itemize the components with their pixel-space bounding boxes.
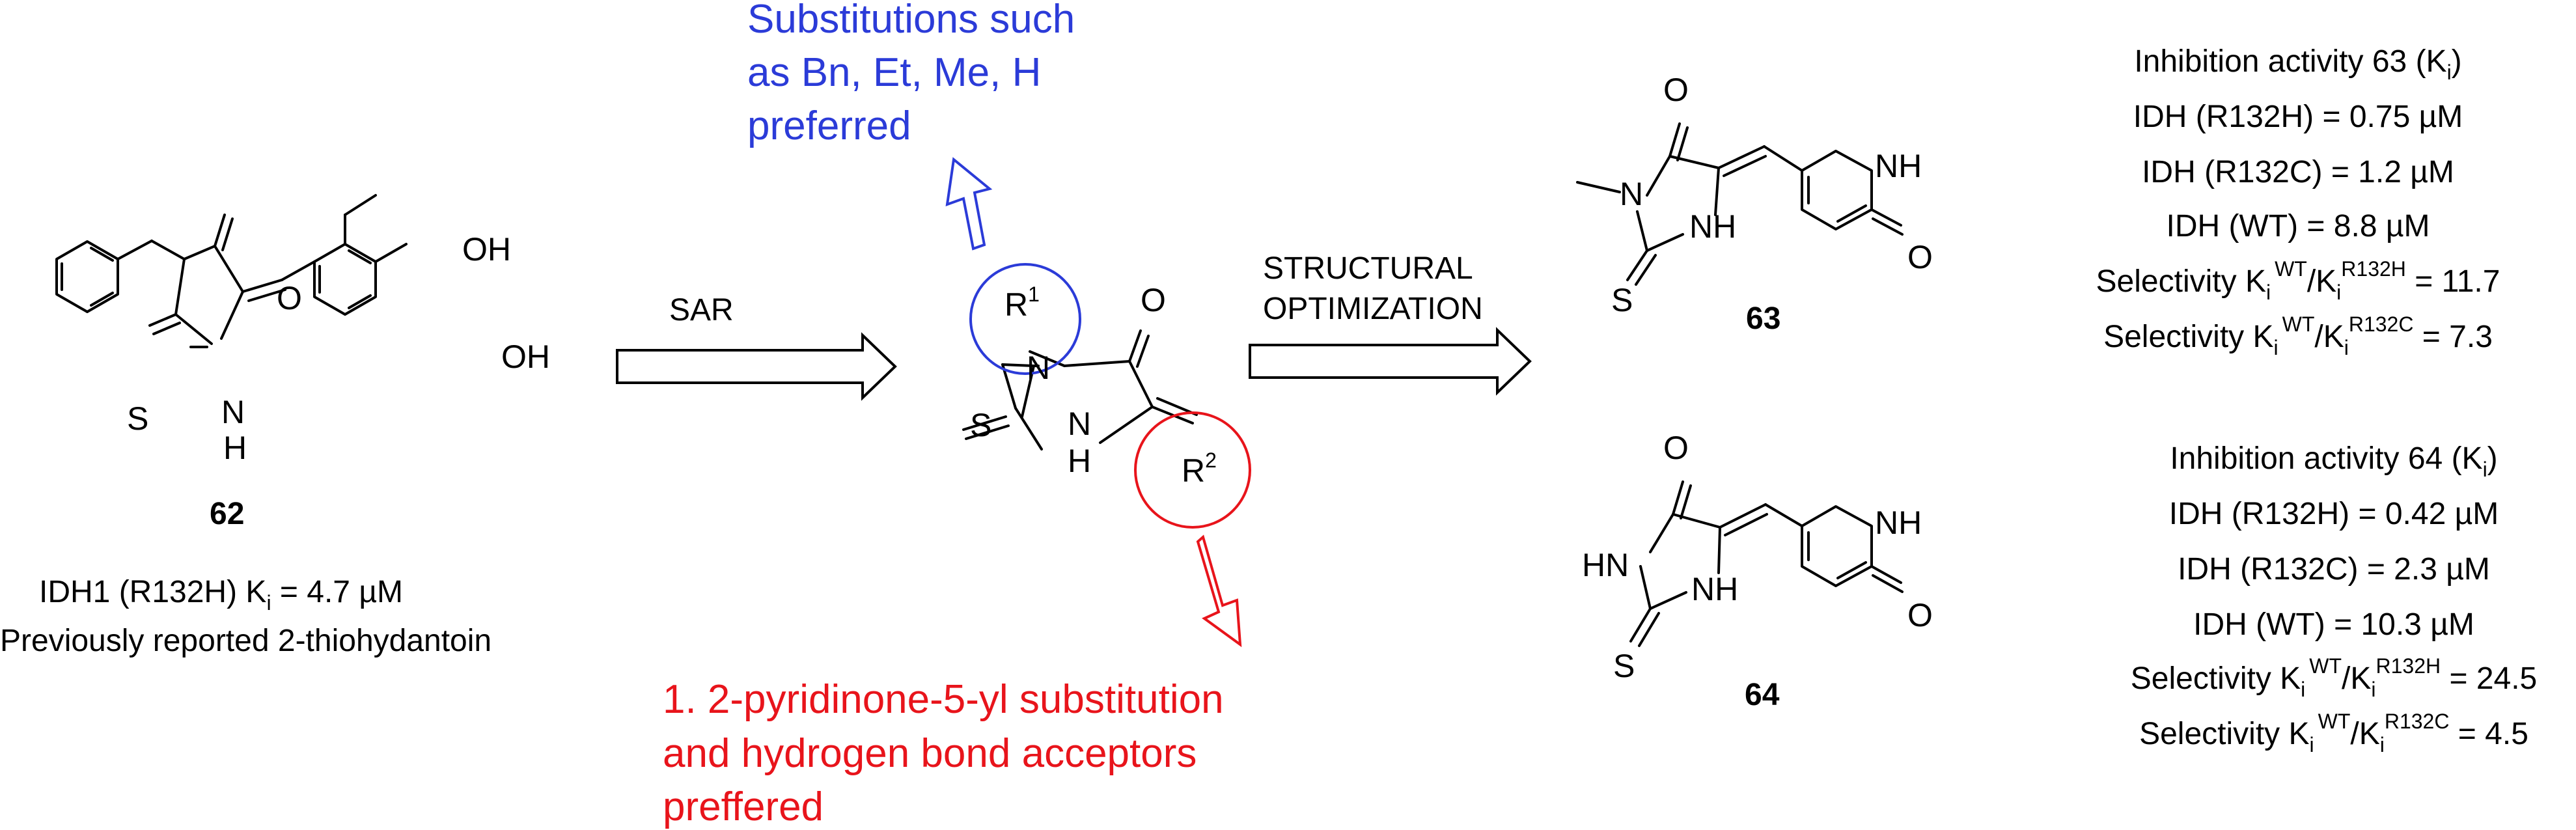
compound-64-atom-nh: NH bbox=[1691, 571, 1738, 607]
compound-63-atom-ring-nh: NH bbox=[1875, 148, 1922, 184]
compound-63-activity-title: Inhibition activity 63 (Ki) bbox=[2134, 44, 2461, 84]
compound-63-wt: IDH (WT) = 8.8 µM bbox=[2167, 209, 2430, 243]
scaffold-atom-h: H bbox=[1068, 443, 1091, 479]
r2-highlight-circle bbox=[1134, 411, 1251, 529]
compound-63-r132h: IDH (R132H) = 0.75 µM bbox=[2133, 100, 2463, 134]
compound-64-activity-title: Inhibition activity 64 (Ki) bbox=[2170, 441, 2497, 481]
compound-62-activity: IDH1 (R132H) Ki = 4.7 µM bbox=[39, 575, 403, 615]
optimization-arrow bbox=[1249, 327, 1532, 396]
scaffold-atom-n1: N bbox=[1027, 350, 1050, 386]
r2-note-arrow bbox=[1196, 534, 1242, 648]
r1-note-line-2: as Bn, Et, Me, H bbox=[747, 50, 1041, 95]
compound-63-r132c: IDH (R132C) = 1.2 µM bbox=[2142, 155, 2454, 189]
scaffold-atom-s: S bbox=[970, 407, 991, 443]
compound-62-atom-oh-bottom: OH bbox=[501, 339, 550, 375]
scaffold-atom-o: O bbox=[1141, 282, 1166, 318]
compound-63-atom-s: S bbox=[1611, 282, 1633, 318]
compound-64-atom-ring-nh: NH bbox=[1875, 505, 1922, 541]
sar-arrow bbox=[616, 332, 897, 401]
compound-63-structure bbox=[1576, 122, 1904, 286]
compound-62-atom-oh-top: OH bbox=[462, 231, 511, 268]
r1-note-line-3: preferred bbox=[747, 104, 911, 148]
compound-63-atom-ring-o: O bbox=[1907, 239, 1933, 275]
r1-note-arrow bbox=[945, 157, 993, 251]
r1-note-line-1: Substitutions such bbox=[747, 0, 1075, 42]
r2-note-line-2: and hydrogen bond acceptors bbox=[663, 731, 1197, 776]
compound-62-atom-o: O bbox=[277, 280, 302, 316]
compound-64-number: 64 bbox=[1745, 678, 1780, 712]
optimization-arrow-label-1: STRUCTURAL bbox=[1263, 251, 1473, 286]
optimization-arrow-label-2: OPTIMIZATION bbox=[1263, 292, 1483, 326]
sar-arrow-label: SAR bbox=[669, 293, 734, 327]
compound-63-selectivity-r132c: Selectivity KiWT/KiR132C = 7.3 bbox=[2103, 312, 2493, 359]
scaffold-atom-r1: R1 bbox=[1004, 283, 1040, 323]
compound-63-selectivity-r132h: Selectivity KiWT/KiR132H = 11.7 bbox=[2096, 257, 2500, 304]
compound-62-atom-n: N bbox=[221, 394, 245, 430]
r1-highlight-circle bbox=[969, 263, 1081, 375]
compound-63-number: 63 bbox=[1746, 301, 1780, 336]
compound-63-atom-n: N bbox=[1620, 176, 1643, 212]
scaffold-atom-r2: R2 bbox=[1182, 449, 1217, 489]
compound-64-wt: IDH (WT) = 10.3 µM bbox=[2193, 607, 2474, 642]
compound-64-atom-s: S bbox=[1613, 648, 1635, 684]
compound-64-activity-panel: Inhibition activity 64 (Ki) IDH (R132H) … bbox=[2131, 441, 2537, 756]
scaffold-atom-n3: N bbox=[1068, 406, 1091, 442]
compound-64-r132c: IDH (R132C) = 2.3 µM bbox=[2178, 552, 2490, 587]
compound-64-structure bbox=[1629, 480, 1904, 647]
compound-64-selectivity-r132c: Selectivity KiWT/KiR132C = 4.5 bbox=[2139, 710, 2528, 756]
compound-64-r132h: IDH (R132H) = 0.42 µM bbox=[2169, 497, 2499, 531]
compound-62-atom-s: S bbox=[127, 400, 148, 437]
compound-64-atom-ring-o: O bbox=[1907, 597, 1933, 633]
compound-64-atom-o: O bbox=[1663, 430, 1689, 466]
r2-note-line-1: 1. 2-pyridinone-5-yl substitution bbox=[663, 677, 1224, 722]
compound-62-description: Previously reported 2-thiohydantoin bbox=[0, 624, 492, 658]
compound-62-number: 62 bbox=[210, 497, 244, 531]
compound-64-selectivity-r132h: Selectivity KiWT/KiR132H = 24.5 bbox=[2131, 654, 2537, 701]
compound-63-atom-nh: NH bbox=[1689, 208, 1736, 245]
compound-63-activity-panel: Inhibition activity 63 (Ki) IDH (R132H) … bbox=[2096, 44, 2500, 359]
r2-note-line-3: preffered bbox=[663, 784, 824, 829]
compound-62-structure bbox=[55, 194, 408, 348]
compound-62-atom-h: H bbox=[223, 430, 247, 466]
compound-64-atom-hn: HN bbox=[1582, 547, 1629, 583]
compound-63-atom-o: O bbox=[1663, 72, 1689, 108]
